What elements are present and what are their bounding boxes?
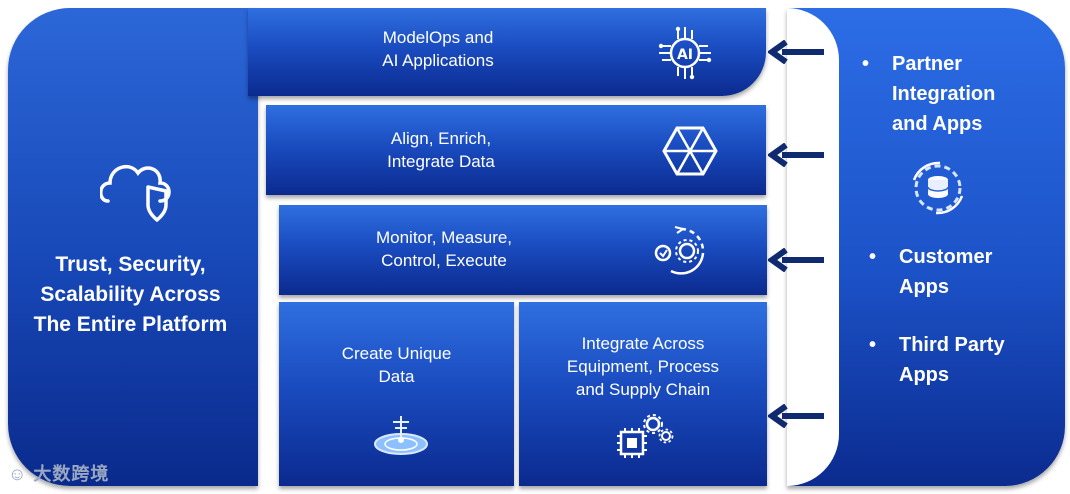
bullet-dot: • <box>869 330 876 360</box>
ai-chip-icon: AI <box>656 24 714 82</box>
bullet-dot: • <box>862 49 869 79</box>
bar-monitor-label: Monitor, Measure, Control, Execute <box>329 226 559 272</box>
bar-modelops-label: ModelOps and AI Applications <box>308 26 568 72</box>
third-party-apps-label: Third Party Apps <box>899 330 1005 390</box>
data-disc-icon <box>371 414 431 458</box>
chip-gears-icon <box>613 412 675 464</box>
bar-align-label: Align, Enrich, Integrate Data <box>326 127 556 173</box>
cloud-shield-icon <box>100 153 180 223</box>
arrow-left-icon <box>768 404 826 428</box>
box-integrate-across: Integrate Across Equipment, Process and … <box>519 302 767 486</box>
bullet-dot: • <box>869 242 876 272</box>
hexagon-icon <box>662 125 718 177</box>
arrow-left-icon <box>768 40 826 64</box>
customer-apps-item: • Customer Apps <box>899 242 992 302</box>
watermark-text: 大数跨境 <box>33 464 109 484</box>
bar-align: Align, Enrich, Integrate Data <box>266 105 766 195</box>
watermark: ☺ 大数跨境 <box>8 460 109 486</box>
partner-integration-item: • Partner Integration and Apps <box>892 49 995 139</box>
bar-monitor: Monitor, Measure, Control, Execute <box>279 205 767 295</box>
partner-integration-label: Partner Integration and Apps <box>892 49 995 139</box>
database-gear-icon <box>900 160 976 216</box>
box-create-data: Create Unique Data <box>279 302 514 486</box>
arrow-left-icon <box>768 143 826 167</box>
watermark-logo-icon: ☺ <box>8 464 27 484</box>
left-panel: Trust, Security, Scalability Across The … <box>8 8 258 486</box>
third-party-apps-item: • Third Party Apps <box>899 330 1005 390</box>
box-integrate-across-label: Integrate Across Equipment, Process and … <box>519 332 767 401</box>
bar-modelops: ModelOps and AI Applications AI <box>248 8 766 96</box>
arrow-left-icon <box>768 248 826 272</box>
left-panel-title: Trust, Security, Scalability Across The … <box>8 250 253 340</box>
svg-text:AI: AI <box>677 47 693 63</box>
customer-apps-label: Customer Apps <box>899 242 992 302</box>
box-create-data-label: Create Unique Data <box>279 342 514 388</box>
gear-cycle-icon <box>651 223 711 279</box>
